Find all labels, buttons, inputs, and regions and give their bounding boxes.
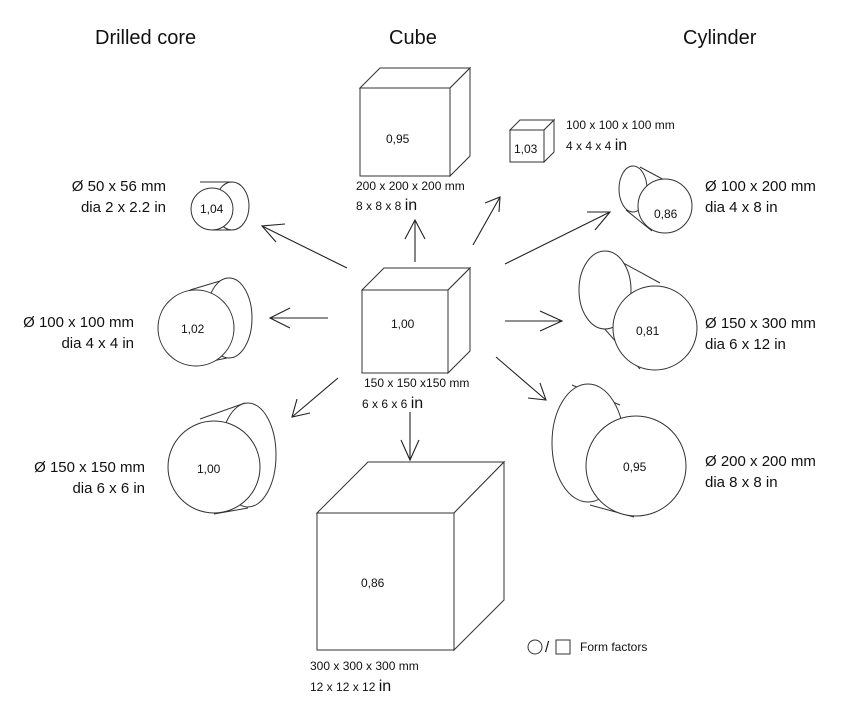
- cube-200-shape: [358, 66, 472, 178]
- core-50-mm: Ø 50 x 56 mm: [72, 178, 166, 195]
- cube-100-factor: 1,03: [514, 142, 538, 156]
- cube-300-shape: [315, 460, 506, 652]
- header-cube: Cube: [389, 27, 437, 49]
- cylinder-100-mm: Ø 100 x 200 mm: [705, 178, 816, 195]
- legend-label: Form factors: [580, 640, 647, 654]
- cube-100-unit: in: [615, 137, 627, 154]
- cube-300-mm: 300 x 300 x 300 mm: [310, 659, 419, 673]
- core-150-factor: 1,00: [197, 462, 221, 476]
- cube-150-factor: 1,00: [391, 317, 415, 331]
- header-cylinder: Cylinder: [683, 27, 757, 49]
- arrow-to-cube-200: [404, 218, 426, 262]
- svg-text:8 x 8 x 8 in: 8 x 8 x 8 in: [356, 197, 417, 214]
- cylinder-150-shape: [578, 250, 698, 371]
- cylinder-100-factor: 0,86: [654, 207, 678, 221]
- core-50-shape: [190, 181, 250, 231]
- legend: / Form factors: [527, 639, 647, 656]
- core-100-shape: [157, 277, 253, 367]
- arrow-to-core-50: [260, 223, 348, 269]
- cylinder-200-shape: [551, 383, 687, 518]
- cylinder-150-factor: 0,81: [636, 324, 660, 338]
- arrow-to-core-100: [268, 307, 328, 329]
- arrow-to-cube-100: [472, 196, 501, 246]
- cylinder-100-in: dia 4 x 8 in: [705, 199, 778, 216]
- arrow-to-core-150: [291, 377, 339, 418]
- cylinder-100-shape: [618, 165, 693, 234]
- cube-150-in: 6 x 6 x 6: [362, 397, 408, 411]
- cube-150-unit: in: [411, 395, 423, 412]
- cube-100-mm: 100 x 100 x 100 mm: [566, 118, 675, 132]
- arrow-to-cylinder-150: [505, 310, 564, 332]
- cube-200-mm: 200 x 200 x 200 mm: [356, 179, 465, 193]
- svg-text:6 x 6 x 6 in: 6 x 6 x 6 in: [362, 395, 423, 412]
- cube-100-shape: [508, 118, 556, 164]
- cube-300-in: 12 x 12 x 12: [310, 680, 376, 694]
- cube-200-unit: in: [405, 197, 417, 214]
- core-150-in: dia 6 x 6 in: [72, 480, 145, 497]
- svg-text:4 x 4 x 4 in: 4 x 4 x 4 in: [566, 137, 627, 154]
- core-100-mm: Ø 100 x 100 mm: [23, 314, 134, 331]
- core-100-in: dia 4 x 4 in: [61, 335, 134, 352]
- svg-text:12 x 12 x 12 in: 12 x 12 x 12 in: [310, 678, 391, 695]
- cylinder-200-in: dia 8 x 8 in: [705, 474, 778, 491]
- core-50-factor: 1,04: [200, 202, 224, 216]
- core-100-factor: 1,02: [181, 322, 205, 336]
- cube-200-in: 8 x 8 x 8: [356, 199, 402, 213]
- core-150-mm: Ø 150 x 150 mm: [34, 459, 145, 476]
- cube-300-unit: in: [379, 678, 391, 695]
- cylinder-200-mm: Ø 200 x 200 mm: [705, 453, 816, 470]
- cube-150-mm: 150 x 150 x150 mm: [364, 376, 469, 390]
- core-150-shape: [167, 402, 277, 515]
- header-drilled-core: Drilled core: [95, 27, 196, 49]
- cylinder-150-in: dia 6 x 12 in: [705, 336, 786, 353]
- legend-separator: /: [545, 639, 550, 656]
- legend-circle-icon: [527, 639, 543, 655]
- core-50-in: dia 2 x 2.2 in: [81, 199, 166, 216]
- cube-200-factor: 0,95: [386, 132, 410, 146]
- cube-300-factor: 0,86: [361, 576, 385, 590]
- cube-100-in: 4 x 4 x 4: [566, 139, 612, 153]
- cylinder-200-factor: 0,95: [623, 460, 647, 474]
- cylinder-150-mm: Ø 150 x 300 mm: [705, 315, 816, 332]
- legend-square-icon: [555, 639, 571, 655]
- arrow-to-cylinder-200: [495, 356, 547, 401]
- arrow-to-cylinder-100: [504, 211, 612, 265]
- arrow-to-cube-300: [400, 412, 420, 462]
- cube-150-shape: [360, 266, 472, 375]
